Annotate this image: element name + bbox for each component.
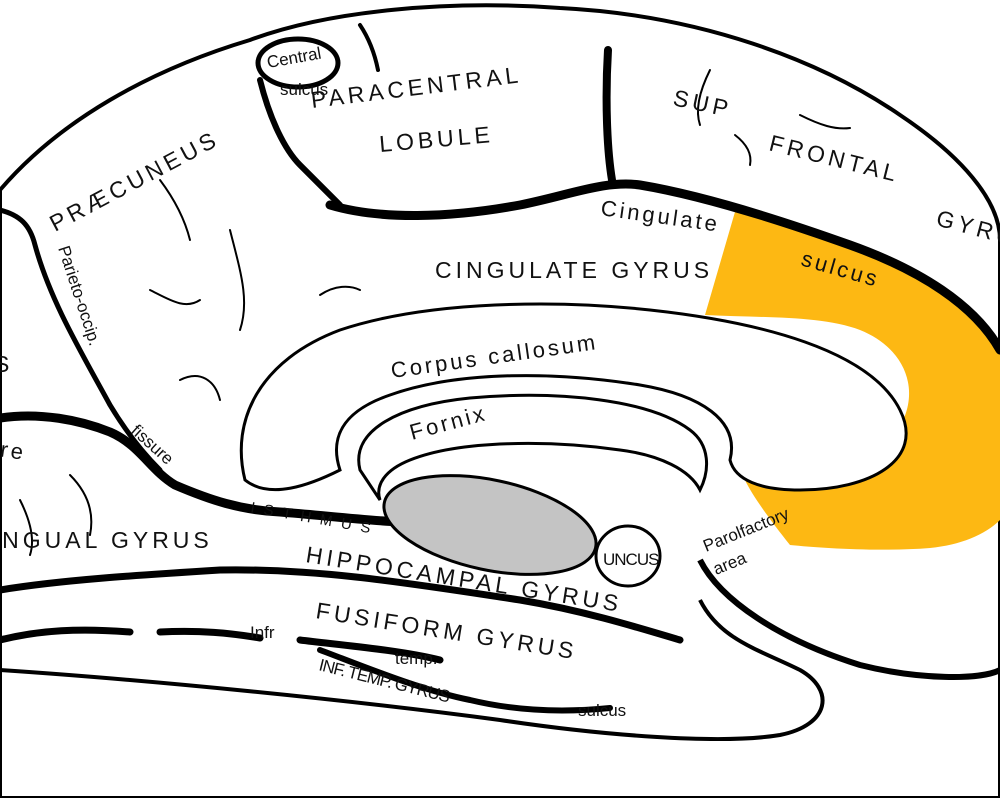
cingulate-sulcus-line [325, 179, 1000, 355]
collateral-sulcus [0, 626, 444, 664]
precuneus-sulcus [0, 207, 163, 473]
calcarine-fissure [0, 411, 405, 527]
minor-sulcus-6 [734, 134, 752, 166]
uncus-region [594, 524, 662, 588]
minor-sulcus-8 [319, 285, 361, 296]
minor-sulcus-10 [19, 499, 33, 556]
fornix [357, 393, 709, 501]
temporal-pole-outline [0, 599, 825, 742]
label-sulcus-bottom: sulcus [578, 701, 626, 720]
corpus-callosum [239, 302, 908, 492]
minor-sulcus-9 [69, 474, 93, 536]
paracentral-boundary-left [257, 77, 343, 208]
minor-sulcus-7 [799, 114, 851, 130]
cingulate-marginal-branch [602, 46, 616, 184]
minor-sulcus-5 [697, 69, 711, 126]
minor-sulcus-1 [159, 179, 191, 241]
label-temp: temp. [395, 649, 438, 668]
temporal-lower-edge [697, 558, 1000, 680]
hippocampal-sulcus [0, 566, 684, 644]
central-sulcus-blob [255, 36, 341, 90]
minor-sulcus-3 [149, 289, 201, 306]
thalamus-grey [382, 474, 598, 576]
label-infr: Infr [250, 623, 275, 642]
minor-sulcus-2 [229, 229, 246, 331]
label-uncus: UNCUS [603, 550, 659, 569]
inf-temp-sulcus [317, 647, 613, 714]
label-cingulate-gyrus: CINGULATE GYRUS [435, 257, 713, 283]
paracentral-boundary-right [358, 23, 380, 72]
parolfactory-highlight [705, 205, 1000, 550]
label-central-sulcus-2: sulcus [280, 80, 328, 99]
label-lingual-gyrus: LINGUAL GYRUS [0, 527, 213, 553]
minor-sulcus-4 [179, 375, 221, 401]
label-s-fragment: S [0, 351, 13, 377]
